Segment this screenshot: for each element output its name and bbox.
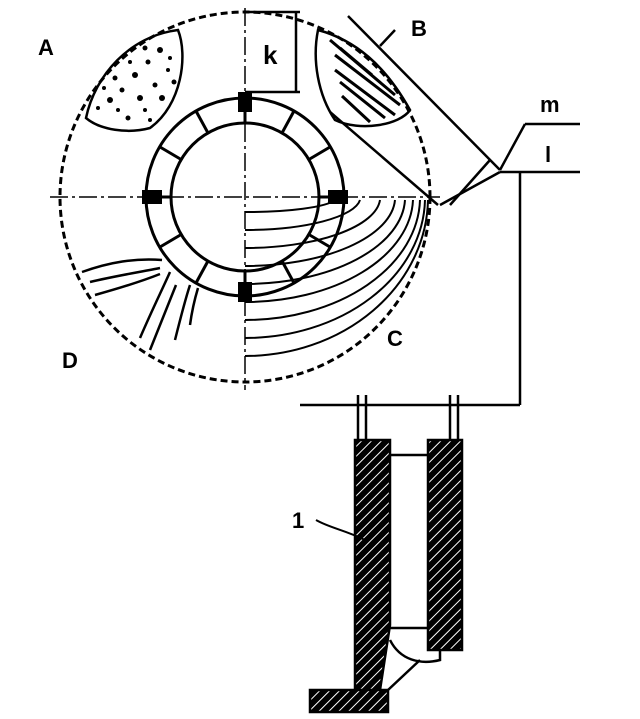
label-zone-a: A (38, 35, 54, 60)
left-friction-plate (308, 438, 392, 714)
section-thickness-ticks (356, 395, 460, 440)
disc-front-view (50, 8, 580, 407)
part-1-leader (315, 519, 366, 541)
label-zone-d: D (62, 348, 78, 373)
label-zone-c: C (387, 326, 403, 351)
disc-section-view (308, 395, 464, 714)
label-dimension-l: l (545, 142, 551, 167)
dimension-b-lines (329, 15, 501, 207)
label-dimension-k: k (263, 40, 278, 70)
zone-b-scoring (314, 28, 412, 128)
label-dimension-m: m (540, 92, 560, 117)
zone-c-grooves (244, 199, 429, 357)
right-friction-plate (426, 438, 464, 652)
leader-lines (300, 122, 580, 407)
dimension-k (245, 10, 300, 94)
vent-channel (387, 453, 442, 691)
centre-lines (50, 8, 440, 390)
label-part-1: 1 (292, 508, 304, 533)
label-zone-b: B (411, 16, 427, 41)
zone-d-cracks (81, 258, 200, 351)
zone-a-pitting (84, 28, 184, 132)
